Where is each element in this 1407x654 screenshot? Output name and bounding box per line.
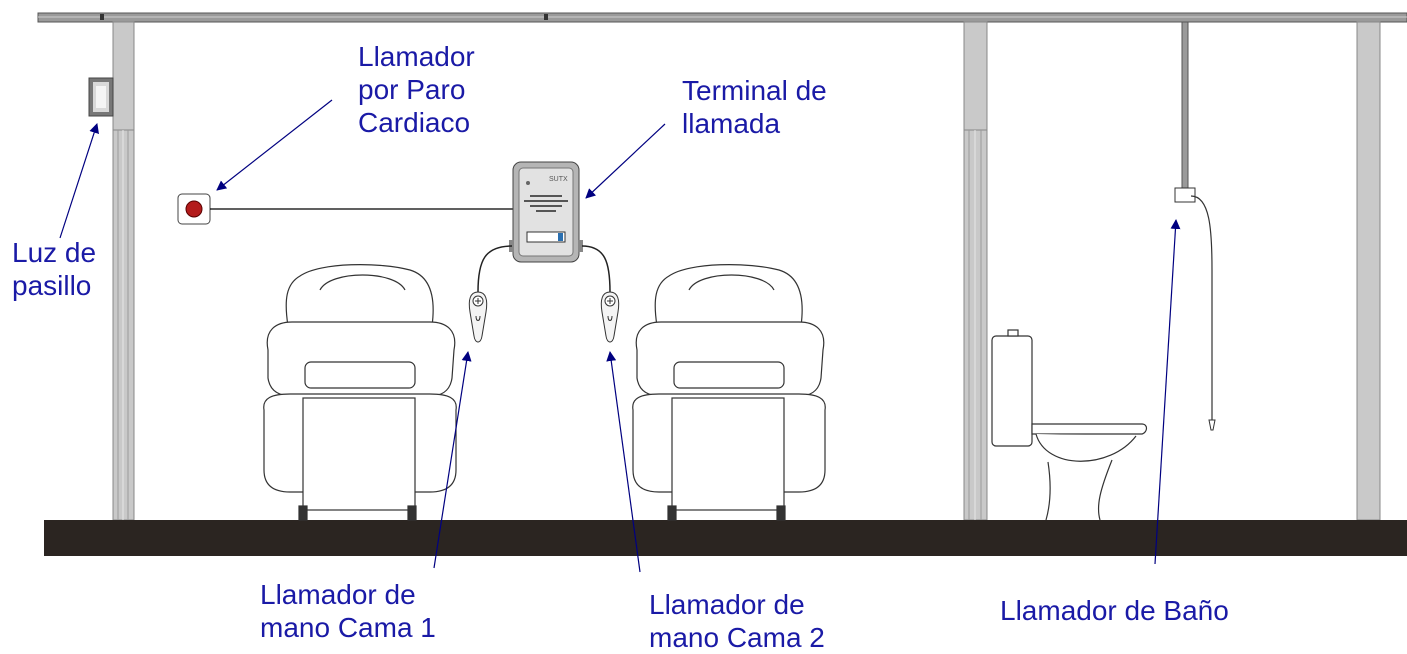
label-mano-cama-2: Llamador de mano Cama 2 xyxy=(649,589,825,653)
terminal-brand: SUTX xyxy=(549,176,568,183)
corridor-light-icon xyxy=(88,77,114,117)
arrow-mano-cama-1 xyxy=(433,351,472,569)
cardiac-arrest-button-icon xyxy=(177,193,211,225)
floor xyxy=(44,520,1407,556)
label-paro-cardiaco: Llamador por Paro Cardiaco xyxy=(358,41,475,138)
bed-icon xyxy=(263,264,457,521)
pull-cord-icon xyxy=(1174,21,1216,431)
hand-caller-icon xyxy=(600,291,620,343)
label-luz-pasillo: Luz de pasillo xyxy=(12,237,97,301)
arrow-terminal xyxy=(585,123,666,199)
column-right xyxy=(1356,21,1381,521)
arrow-luz-pasillo xyxy=(59,123,99,239)
arrow-paro-cardiaco xyxy=(216,99,333,191)
label-bano: Llamador de Baño xyxy=(1000,595,1229,626)
ceiling xyxy=(37,12,1407,23)
column-left xyxy=(112,21,135,521)
label-terminal: Terminal de llamada xyxy=(682,75,827,139)
label-mano-cama-1: Llamador de mano Cama 1 xyxy=(260,579,436,643)
cable-bed-1 xyxy=(477,245,513,293)
arrow-bano xyxy=(1154,219,1181,565)
bed-icon xyxy=(632,264,826,521)
column-middle xyxy=(963,21,988,521)
arrows xyxy=(59,99,1181,573)
toilet-icon xyxy=(991,329,1148,521)
arrow-mano-cama-2 xyxy=(606,351,641,573)
cable-bed-2 xyxy=(581,245,611,293)
call-terminal-icon xyxy=(509,161,583,263)
hand-caller-icon xyxy=(468,291,488,343)
